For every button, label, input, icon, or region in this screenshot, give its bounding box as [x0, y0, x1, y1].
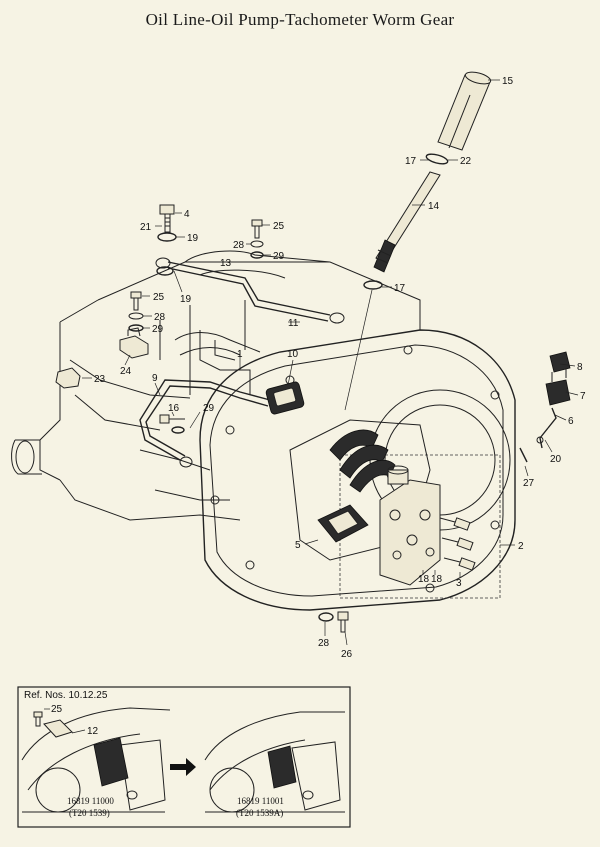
- washer-19-lower: [156, 266, 174, 276]
- o-ring-22: [425, 153, 449, 165]
- callout-19-lower: 19: [180, 294, 192, 305]
- oil-pipe-9: [139, 379, 271, 468]
- inset-right-part-ref: (T20 1539A): [236, 808, 283, 818]
- bolt-26: [337, 611, 349, 633]
- inset-callout-25: 25: [51, 704, 63, 715]
- callout-17-lower: 17: [394, 283, 406, 294]
- callout-18-right: 18: [431, 574, 443, 585]
- cable-20: [536, 427, 549, 449]
- bolt-4: [159, 204, 175, 233]
- oil-pipe-13: [155, 257, 345, 324]
- oil-line-1-frame: [199, 330, 251, 395]
- inset-right-part-code: 16819 11001: [237, 796, 284, 806]
- bolts-3: [439, 517, 476, 571]
- callout-5: 5: [295, 540, 301, 551]
- callout-19-upper: 19: [187, 233, 199, 244]
- callout-9: 9: [152, 373, 158, 384]
- callout-24: 24: [120, 366, 132, 377]
- callout-28-mid: 28: [154, 312, 166, 323]
- bolt-16: [159, 414, 185, 424]
- callout-13: 13: [220, 258, 232, 269]
- callout-22: 22: [460, 156, 472, 167]
- callout-26: 26: [341, 649, 353, 660]
- callout-20: 20: [550, 454, 562, 465]
- callout-28-bottom: 28: [318, 638, 330, 649]
- inset-after-view: 16819 11001 (T20 1539A): [204, 711, 345, 818]
- callout-16: 16: [168, 403, 180, 414]
- callout-17-upper: 17: [405, 156, 417, 167]
- callout-14: 14: [428, 201, 440, 212]
- callout-29-lower: 29: [203, 403, 215, 414]
- clamp-24: [119, 327, 149, 359]
- inset-panel: Ref. Nos. 10.12.25 25 12 16819 11000 (T2…: [17, 686, 351, 828]
- callout-27: 27: [523, 478, 535, 489]
- connector-7: [545, 379, 571, 406]
- gasket-5: [317, 504, 369, 543]
- inset-left-part-code: 16819 11000: [67, 796, 114, 806]
- callout-labels: 15 22 17 14 17 4 21 19 25 28 29 13 19 25…: [94, 76, 586, 660]
- callout-2: 2: [518, 541, 524, 552]
- screw-25-top: [251, 219, 263, 239]
- inset-before-view: 25 12 16819 11000 (T20 1539): [21, 704, 171, 818]
- callout-28-top: 28: [233, 240, 245, 251]
- callout-10: 10: [287, 349, 299, 360]
- callout-15: 15: [502, 76, 514, 87]
- callout-8: 8: [577, 362, 583, 373]
- page-title: Oil Line-Oil Pump-Tachometer Worm Gear: [145, 10, 455, 29]
- tachometer-housing-15: [437, 71, 492, 151]
- oil-pump-body: [379, 465, 441, 586]
- callout-23: 23: [94, 374, 106, 385]
- inset-callout-12: 12: [87, 726, 99, 737]
- callout-7: 7: [580, 391, 586, 402]
- callout-6: 6: [568, 416, 574, 427]
- callout-1: 1: [237, 349, 243, 360]
- pin-27: [519, 447, 528, 463]
- callout-25-top: 25: [273, 221, 285, 232]
- inset-arrow-icon: [170, 758, 196, 776]
- inset-left-part-ref: (T20 1539): [69, 808, 110, 818]
- screw-25-mid: [130, 291, 142, 311]
- callout-29-mid: 29: [152, 324, 164, 335]
- callout-18-left: 18: [418, 574, 430, 585]
- washer-29-bolt16: [171, 426, 185, 434]
- callout-25-mid: 25: [153, 292, 165, 303]
- tachometer-worm-gear-14: [373, 171, 441, 273]
- connector-8: [549, 351, 571, 382]
- washer-19-upper: [157, 232, 177, 242]
- clamp-23: [55, 367, 81, 389]
- inset-header: Ref. Nos. 10.12.25: [24, 690, 108, 701]
- washer-28-bottom: [318, 612, 334, 622]
- callout-21: 21: [140, 222, 152, 233]
- clip-6: [547, 407, 557, 429]
- cap-10: [265, 381, 305, 415]
- callout-3: 3: [456, 578, 462, 589]
- callout-11: 11: [288, 318, 299, 329]
- callout-29-top: 29: [273, 251, 285, 262]
- oil-pipe-connectors: [329, 429, 396, 493]
- callout-4: 4: [184, 209, 190, 220]
- washer-17-lower: [363, 280, 383, 290]
- leader-lines: [82, 79, 579, 646]
